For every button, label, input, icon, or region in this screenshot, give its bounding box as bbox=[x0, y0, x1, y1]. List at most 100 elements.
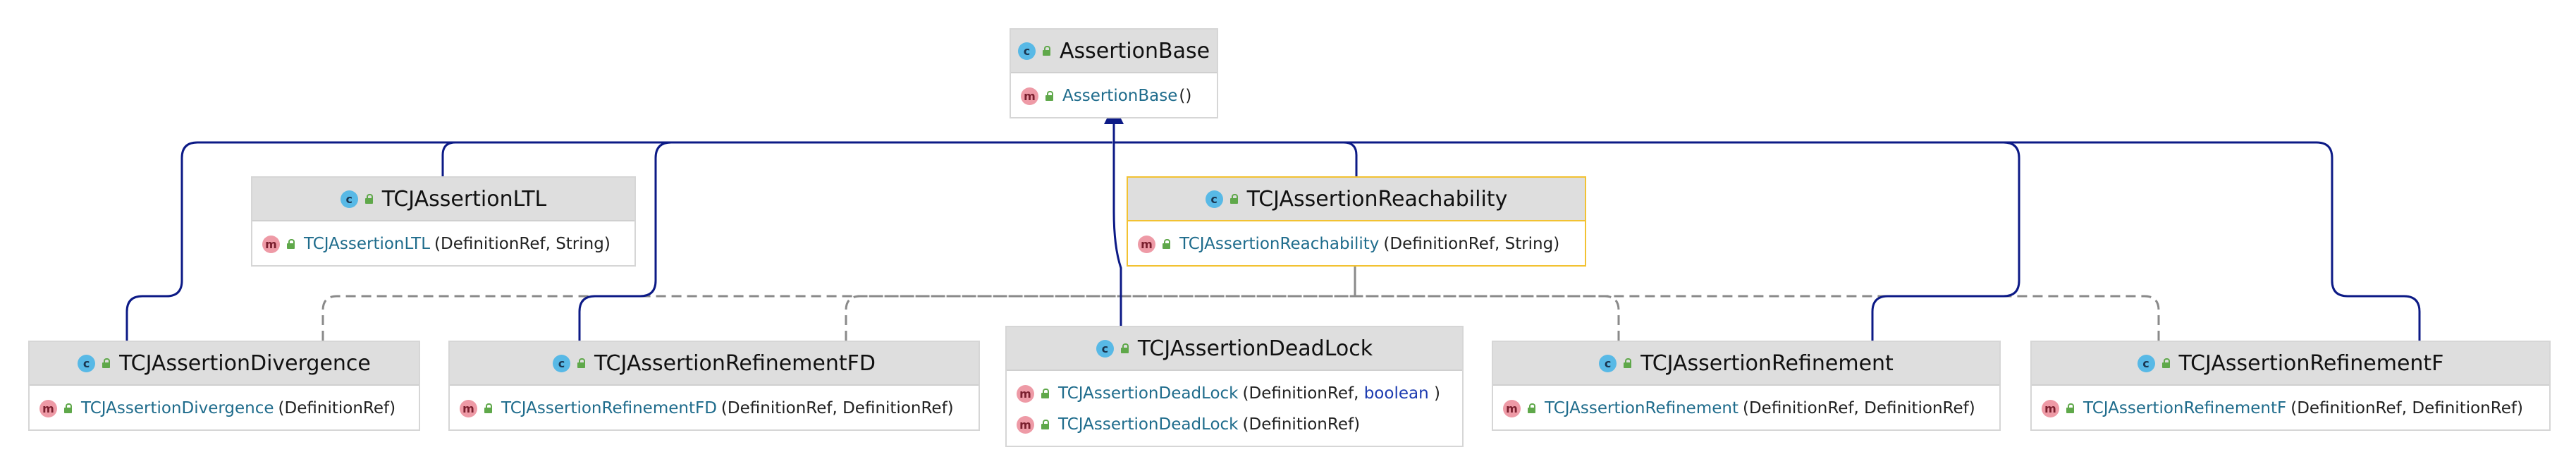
param-list: DefinitionRef, DefinitionRef bbox=[1748, 399, 1969, 417]
class-members: m TCJAssertionRefinementF (DefinitionRef… bbox=[2032, 386, 2549, 429]
edge-reachability-extends-base[interactable] bbox=[1114, 141, 1358, 176]
class-kind-icon: c bbox=[1017, 42, 1036, 60]
public-lock-icon bbox=[1120, 343, 1129, 353]
class-name: TCJAssertionRefinementFD bbox=[594, 350, 876, 376]
class-name: TCJAssertionDeadLock bbox=[1137, 336, 1373, 361]
class-members: m TCJAssertionDivergence (DefinitionRef) bbox=[30, 386, 419, 429]
method-kind-icon: m bbox=[1017, 384, 1034, 403]
class-name: AssertionBase bbox=[1059, 38, 1210, 63]
param-list: DefinitionRef, DefinitionRef bbox=[2297, 399, 2517, 417]
method-kind-icon: m bbox=[39, 399, 57, 417]
class-members: m TCJAssertionReachability (DefinitionRe… bbox=[1128, 221, 1585, 265]
method-params: (DefinitionRef, boolean ) bbox=[1242, 384, 1440, 403]
public-lock-icon bbox=[576, 358, 586, 368]
class-header: c TCJAssertionRefinementF bbox=[2032, 342, 2549, 386]
edge-ltl-extends-base[interactable] bbox=[441, 141, 1112, 176]
class-kind-icon: c bbox=[1205, 190, 1223, 208]
method-name: TCJAssertionLTL bbox=[304, 235, 431, 253]
class-tcj-assertion-refinement[interactable]: c TCJAssertionRefinement m TCJAssertionR… bbox=[1492, 341, 2001, 431]
class-tcj-assertion-reachability[interactable]: c TCJAssertionReachability m TCJAssertio… bbox=[1127, 176, 1586, 267]
method-name: TCJAssertionRefinementF bbox=[2083, 399, 2287, 417]
param-keyword: boolean bbox=[1363, 384, 1429, 403]
class-kind-icon: c bbox=[2137, 354, 2155, 372]
public-lock-icon bbox=[1041, 46, 1051, 56]
class-members: m TCJAssertionDeadLock (DefinitionRef, b… bbox=[1007, 371, 1462, 446]
class-tcj-assertion-refinement-f[interactable]: c TCJAssertionRefinementF m TCJAssertion… bbox=[2030, 341, 2551, 431]
class-members: m TCJAssertionRefinementFD (DefinitionRe… bbox=[450, 386, 979, 429]
method-kind-icon: m bbox=[2042, 399, 2059, 417]
class-kind-icon: c bbox=[78, 354, 96, 372]
member-row[interactable]: m TCJAssertionDeadLock (DefinitionRef) bbox=[1007, 409, 1462, 440]
method-name: TCJAssertionDeadLock bbox=[1058, 415, 1239, 434]
class-header: c TCJAssertionDivergence bbox=[30, 342, 419, 386]
class-tcj-assertion-deadlock[interactable]: c TCJAssertionDeadLock m TCJAssertionDea… bbox=[1005, 326, 1464, 447]
class-assertion-base[interactable]: c AssertionBase m AssertionBase () bbox=[1010, 28, 1218, 118]
method-params: (DefinitionRef) bbox=[278, 399, 396, 417]
method-kind-icon: m bbox=[262, 235, 280, 253]
class-members: m TCJAssertionRefinement (DefinitionRef,… bbox=[1493, 386, 1999, 429]
method-params: (DefinitionRef, String) bbox=[1383, 235, 1560, 253]
method-params: (DefinitionRef, String) bbox=[434, 235, 611, 253]
method-name: TCJAssertionReachability bbox=[1179, 235, 1380, 253]
class-name: TCJAssertionRefinementF bbox=[2178, 350, 2444, 376]
public-lock-icon bbox=[1161, 239, 1171, 249]
edge-deadlock-extends-base[interactable] bbox=[1112, 113, 1122, 326]
method-name: TCJAssertionRefinementFD bbox=[501, 399, 717, 417]
class-name: TCJAssertionDivergence bbox=[119, 350, 371, 376]
method-params: (DefinitionRef, DefinitionRef) bbox=[720, 399, 954, 417]
class-name: TCJAssertionReachability bbox=[1246, 186, 1508, 212]
edge-refinementfd-extends-base[interactable] bbox=[578, 141, 1112, 341]
class-kind-icon: c bbox=[552, 354, 570, 372]
member-row[interactable]: m TCJAssertionRefinementF (DefinitionRef… bbox=[2032, 393, 2549, 424]
member-row[interactable]: m AssertionBase () bbox=[1011, 80, 1217, 111]
method-kind-icon: m bbox=[1138, 235, 1155, 253]
param-list: DefinitionRef bbox=[1249, 415, 1354, 434]
public-lock-icon bbox=[2161, 358, 2171, 368]
public-lock-icon bbox=[483, 403, 493, 413]
class-members: m AssertionBase () bbox=[1011, 73, 1217, 117]
public-lock-icon bbox=[1526, 403, 1536, 413]
class-tcj-assertion-divergence[interactable]: c TCJAssertionDivergence m TCJAssertionD… bbox=[28, 341, 420, 431]
method-kind-icon: m bbox=[460, 399, 477, 417]
method-kind-icon: m bbox=[1503, 399, 1521, 417]
class-members: m TCJAssertionLTL (DefinitionRef, String… bbox=[252, 221, 634, 265]
public-lock-icon bbox=[1044, 91, 1054, 101]
method-params: (DefinitionRef, DefinitionRef) bbox=[2290, 399, 2523, 417]
param-list: DefinitionRef bbox=[284, 399, 390, 417]
method-kind-icon: m bbox=[1017, 415, 1034, 434]
public-lock-icon bbox=[1040, 420, 1050, 429]
public-lock-icon bbox=[2065, 403, 2075, 413]
method-params: (DefinitionRef, DefinitionRef) bbox=[1742, 399, 1975, 417]
public-lock-icon bbox=[1229, 194, 1239, 204]
public-lock-icon bbox=[364, 194, 374, 204]
public-lock-icon bbox=[101, 358, 111, 368]
public-lock-icon bbox=[1040, 389, 1050, 398]
public-lock-icon bbox=[286, 239, 295, 249]
class-name: TCJAssertionLTL bbox=[381, 186, 547, 212]
class-kind-icon: c bbox=[1599, 354, 1617, 372]
member-row[interactable]: m TCJAssertionDivergence (DefinitionRef) bbox=[30, 393, 419, 424]
param-list: DefinitionRef, DefinitionRef bbox=[727, 399, 947, 417]
method-kind-icon: m bbox=[1021, 87, 1038, 105]
class-header: c TCJAssertionRefinement bbox=[1493, 342, 1999, 386]
method-name: AssertionBase bbox=[1062, 87, 1178, 105]
edge-refinementf-uses-reachability[interactable] bbox=[1355, 295, 2160, 341]
member-row[interactable]: m TCJAssertionRefinement (DefinitionRef,… bbox=[1493, 393, 1999, 424]
class-header: c TCJAssertionReachability bbox=[1128, 178, 1585, 221]
class-kind-icon: c bbox=[340, 190, 358, 208]
public-lock-icon bbox=[63, 403, 73, 413]
class-name: TCJAssertionRefinement bbox=[1640, 350, 1894, 376]
method-params: (DefinitionRef) bbox=[1242, 415, 1361, 434]
class-header: c TCJAssertionLTL bbox=[252, 178, 634, 221]
method-params: () bbox=[1179, 87, 1192, 105]
member-row[interactable]: m TCJAssertionLTL (DefinitionRef, String… bbox=[252, 228, 634, 260]
class-header: c TCJAssertionDeadLock bbox=[1007, 327, 1462, 371]
member-row[interactable]: m TCJAssertionReachability (DefinitionRe… bbox=[1128, 228, 1585, 260]
member-row[interactable]: m TCJAssertionDeadLock (DefinitionRef, b… bbox=[1007, 378, 1462, 409]
method-name: TCJAssertionRefinement bbox=[1545, 399, 1738, 417]
class-tcj-assertion-refinement-fd[interactable]: c TCJAssertionRefinementFD m TCJAssertio… bbox=[448, 341, 980, 431]
member-row[interactable]: m TCJAssertionRefinementFD (DefinitionRe… bbox=[450, 393, 979, 424]
param-list: DefinitionRef, String bbox=[1390, 235, 1554, 253]
class-tcj-assertion-ltl[interactable]: c TCJAssertionLTL m TCJAssertionLTL (Def… bbox=[251, 176, 636, 267]
method-name: TCJAssertionDeadLock bbox=[1058, 384, 1239, 403]
